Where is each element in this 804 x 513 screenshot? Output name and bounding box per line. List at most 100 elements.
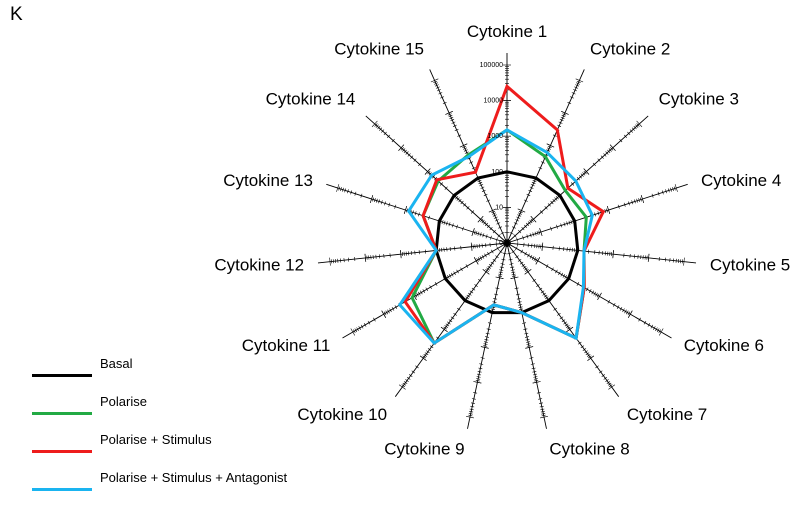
axis-tick [512,275,517,277]
axis-tick [481,254,485,259]
tick-label: 0 [499,240,503,247]
axis-tick [622,308,625,313]
axis-tick [577,341,582,345]
axis-tick [489,226,493,231]
axis-tick [567,326,571,330]
axis-tick [518,306,523,308]
axis-tick [566,221,569,226]
axis-tick [498,271,503,274]
axis-tick [636,198,639,203]
axis-tick [580,345,585,349]
axis-tick [523,199,528,202]
axis-tick [469,161,474,164]
axis-tick [479,184,484,187]
axis-tick [523,328,528,330]
axis-tick [405,151,409,155]
axis-tick [473,392,478,394]
spoke-axis [467,242,508,429]
axis-tick [453,312,457,316]
axis-tick [535,257,541,265]
axis-tick [498,226,503,229]
axis-tick [627,131,631,136]
axis-tick [609,144,616,151]
axis-tick [441,220,444,225]
axis-tick [469,408,474,411]
category-label: Cytokine 2 [590,40,670,59]
axis-tick [350,328,356,336]
axis-tick [561,319,566,323]
axis-tick [587,355,592,359]
axis-tick [673,186,676,191]
axis-tick [445,221,448,226]
category-label: Cytokine 12 [214,255,304,274]
axis-tick [402,148,406,152]
axis-tick [605,379,609,383]
axis-tick [529,357,534,359]
axis-tick [501,258,506,261]
axis-tick [491,210,496,214]
axis-tick [539,405,544,408]
axis-tick [629,129,633,133]
axis-tick [479,232,482,237]
axis-tick [631,200,634,205]
axis-tick [511,273,516,276]
axis-tick [658,329,661,334]
axis-tick [457,134,462,137]
axis-tick [463,149,468,152]
axis-tick [551,267,554,272]
axis-tick [442,102,447,105]
axis-tick [530,218,534,223]
axis-tick [425,287,429,292]
axis-tick [475,231,478,236]
axis-tick [360,193,363,198]
axis-tick [383,311,387,316]
axis-tick [443,220,446,225]
axis-tick [534,231,537,236]
axis-tick [553,307,557,311]
axis-tick [486,328,491,330]
axis-tick [540,411,545,413]
axis-tick [585,352,590,356]
axis-tick [518,212,523,215]
axis-tick [471,287,476,291]
axis-tick [487,322,492,324]
axis-tick [391,138,395,143]
tick-label: 10000 [484,98,504,105]
axis-tick [486,224,491,229]
axis-tick [538,167,543,170]
axis-tick [434,82,438,85]
axis-tick [533,376,538,378]
axis-tick [350,190,353,195]
axis-tick [533,257,537,261]
axis-tick [428,215,430,220]
legend-swatch [32,412,92,415]
axis-tick [463,203,467,207]
axis-tick [418,291,421,296]
axis-tick [525,339,530,341]
axis-tick [550,226,552,231]
axis-tick [550,200,554,205]
axis-tick [444,186,448,190]
category-label: Cytokine 1 [467,22,547,41]
axis-tick [561,114,566,118]
axis-tick [667,188,670,193]
axis-tick [484,339,489,341]
axis-tick [438,92,443,95]
axis-tick [450,316,455,320]
axis-tick [559,119,564,122]
axis-tick [562,113,567,116]
axis-tick [524,332,529,335]
axis-tick [429,285,432,289]
axis-tick [470,210,475,214]
axis-tick [492,229,496,234]
axis-tick [510,266,515,269]
axis-tick [591,290,594,295]
axis-tick [481,243,483,248]
axis-tick [491,212,496,215]
axis-tick [643,320,647,325]
axis-tick [460,267,463,272]
axis-tick [474,284,478,287]
axis-tick [466,206,470,210]
axis-tick [636,123,640,127]
